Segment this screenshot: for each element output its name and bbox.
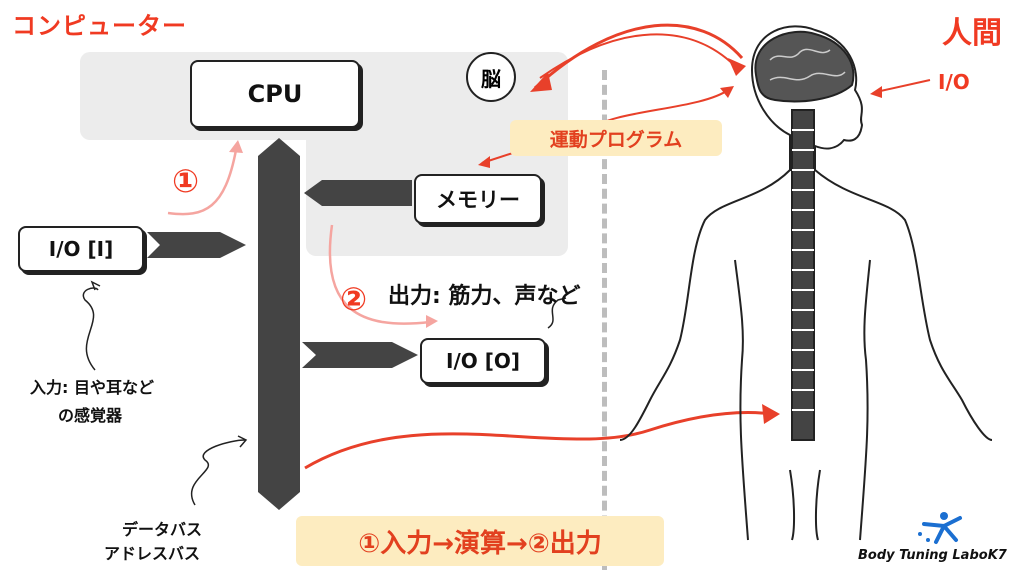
input-note-line1: 入力: 目や耳など [30,378,154,397]
divider-line [602,70,607,570]
io-output-box: I/O [O] [420,338,546,384]
input-note-line2: の感覚器 [58,406,123,425]
step1-marker: ① [172,162,200,200]
step2-arrow [328,224,431,325]
brain-circle: 脳 [466,52,516,102]
head-io-arrow [875,79,931,93]
motor-program-label: 運動プログラム [510,120,722,156]
bus-label-line2: アドレスバス [104,544,201,563]
output-arrow [302,342,418,368]
logo-figure-icon [918,512,962,544]
bus-spine-arrow [304,411,773,470]
logo-mark: K7 [987,548,1007,563]
brain-link-arrow [533,23,744,90]
input-arrow [147,232,246,258]
step2-marker: ② [340,280,368,318]
step1-arrow [167,149,238,216]
human-title: 人間 [942,16,1002,51]
memory-box: メモリー [414,174,542,224]
output-squiggle [547,297,567,329]
bus-label-line1: データバス [122,520,203,539]
io-input-box: I/O [I] [18,226,144,272]
cpu-box: CPU [190,60,360,128]
brand-logo: Body Tuning LaboK7 [858,510,1018,570]
summary-label: ①入力→演算→②出力 [296,516,664,566]
input-squiggle [82,287,99,371]
memory-arrow [304,180,412,206]
logo-text: Body Tuning Labo [858,548,988,563]
human-io-label: I/O [938,70,970,94]
bus-squiggle [190,439,246,506]
data-bus [258,138,300,510]
output-note: 出力: 筋力、声など [388,284,581,309]
human-figure [619,25,993,541]
computer-title: コンピューター [12,12,187,40]
